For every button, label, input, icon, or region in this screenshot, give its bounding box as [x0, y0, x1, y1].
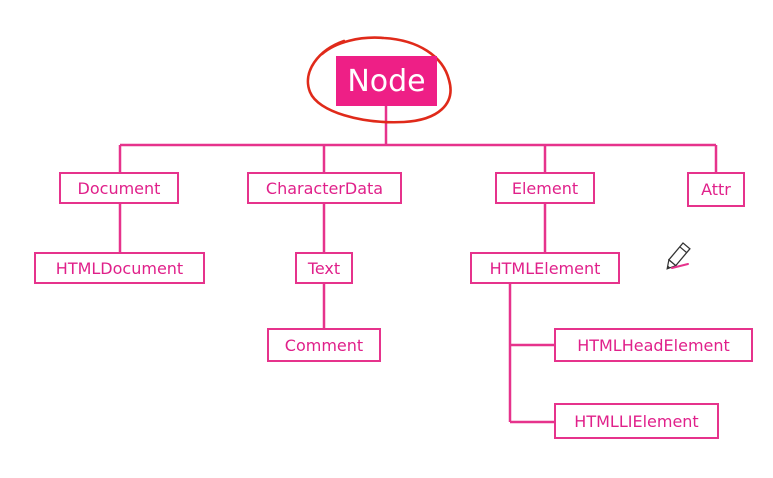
text-label: Text — [307, 258, 341, 278]
document-box: Document — [59, 172, 179, 204]
node-box: Node — [336, 56, 437, 106]
text-box: Text — [295, 252, 353, 284]
htmlelement-label: HTMLElement — [489, 258, 601, 278]
characterdata-label: CharacterData — [265, 178, 384, 198]
element-label: Element — [511, 178, 579, 198]
element-box: Element — [495, 172, 595, 204]
pink-scribble-mark — [671, 263, 689, 269]
htmlheadelement-box: HTMLHeadElement — [554, 328, 753, 362]
comment-box: Comment — [267, 328, 381, 362]
characterdata-box: CharacterData — [247, 172, 402, 204]
htmldocument-label: HTMLDocument — [55, 258, 184, 278]
pencil-cursor-icon — [666, 242, 691, 270]
comment-label: Comment — [284, 335, 364, 355]
document-label: Document — [77, 178, 161, 198]
htmllielement-label: HTMLLIElement — [574, 411, 699, 431]
htmlheadelement-label: HTMLHeadElement — [577, 335, 730, 355]
htmldocument-box: HTMLDocument — [34, 252, 205, 284]
root-highlight-circle — [306, 36, 452, 124]
attr-label: Attr — [701, 180, 731, 199]
attr-box: Attr — [687, 172, 745, 207]
htmllielement-box: HTMLLIElement — [554, 403, 719, 439]
node-label: Node — [347, 63, 426, 99]
htmlelement-box: HTMLElement — [470, 252, 620, 284]
